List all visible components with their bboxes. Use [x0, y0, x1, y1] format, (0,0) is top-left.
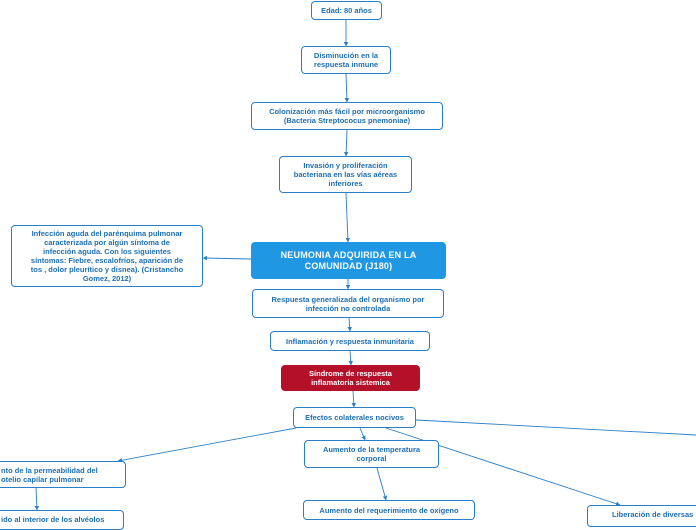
node-invasion[interactable]: Invasión y proliferación bacteriana en l…	[279, 156, 412, 193]
node-side-effects[interactable]: Efectos colaterales nocivos	[293, 407, 416, 428]
node-release[interactable]: Liberación de diversas	[587, 505, 696, 527]
node-temperature[interactable]: Aumento de la temperatura corporal	[304, 440, 439, 468]
node-main-diagnosis[interactable]: NEUMONIA ADQUIRIDA EN LA COMUNIDAD (J180…	[251, 242, 446, 279]
node-colonization[interactable]: Colonización más fácil por microorganism…	[251, 102, 443, 130]
connector-permeability-alveoli	[34, 487, 40, 511]
connector-colonization-invasion	[343, 129, 349, 157]
connector-sirs-effects	[351, 390, 356, 408]
node-inflammation[interactable]: Inflamación y respuesta inmunitaria	[270, 331, 430, 351]
node-oxygen[interactable]: Aumento del requerimiento de oxígeno	[303, 500, 475, 520]
connector-temperature-oxygen	[376, 467, 388, 501]
node-permeability[interactable]: nto de la permeabilidad del otelio capil…	[0, 461, 126, 488]
node-immune-response[interactable]: Disminución en la respuesta inmune	[301, 46, 391, 74]
node-alveoli[interactable]: ido al interior de los alvéolos	[0, 510, 124, 530]
connector-effects-offscreen	[415, 419, 696, 436]
node-sirs[interactable]: Síndrome de respuesta inflamatoria siste…	[281, 365, 420, 391]
connector-generalized-inflammation	[347, 317, 352, 332]
node-age[interactable]: Edad: 80 años	[311, 1, 382, 20]
node-generalized-response[interactable]: Respuesta generalizada del organismo por…	[252, 289, 444, 318]
connector-effects-temperature	[359, 427, 366, 441]
node-definition[interactable]: Infección aguda del parénquima pulmonar …	[11, 225, 203, 287]
connector-immune-colonization	[344, 73, 350, 103]
connector-effects-permeability	[117, 427, 297, 463]
connector-invasion-main	[345, 192, 351, 243]
connector-main-definition	[202, 255, 252, 261]
connector-inflammation-sirs	[348, 350, 353, 366]
